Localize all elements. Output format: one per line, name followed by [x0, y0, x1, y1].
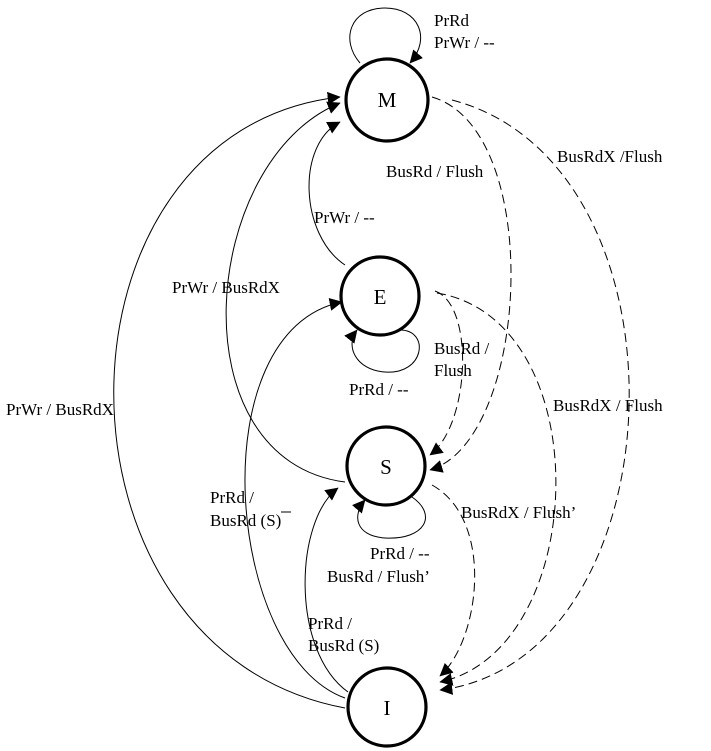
label-s-self-line1: PrRd / --	[370, 544, 430, 563]
state-e-node: E	[339, 255, 421, 337]
edge-e-to-i	[436, 292, 557, 686]
label-m-to-s: BusRd / Flush	[386, 162, 484, 181]
label-i-to-e-line1: PrRd /	[210, 488, 254, 507]
edge-e-to-s	[429, 290, 464, 456]
edge-e-to-m	[308, 121, 346, 266]
label-s-to-m: PrWr / BusRdX	[172, 278, 280, 297]
state-s-node: S	[345, 425, 427, 507]
label-e-to-i: BusRdX / Flush	[553, 396, 663, 415]
edge-e-self-loop	[344, 329, 420, 373]
state-i-node: I	[346, 666, 428, 748]
label-e-self: PrRd / --	[349, 380, 409, 399]
edge-i-to-m	[113, 91, 346, 709]
label-s-to-i: BusRdX / Flush’	[461, 503, 576, 522]
label-m-self-line2: PrWr / --	[434, 33, 495, 52]
label-m-to-i: BusRdX /Flush	[557, 147, 663, 166]
label-i-to-s-line1: PrRd /	[308, 614, 352, 633]
state-m-label: M	[378, 88, 397, 112]
label-e-to-m: PrWr / --	[314, 208, 375, 227]
label-i-to-e-line2: BusRd (S)	[210, 511, 281, 530]
state-e-label: E	[374, 285, 387, 309]
label-s-self-line2: BusRd / Flush’	[327, 567, 430, 586]
label-i-to-m: PrWr / BusRdX	[6, 400, 114, 419]
state-m-node: M	[344, 57, 430, 143]
state-s-label: S	[380, 455, 392, 479]
edge-m-to-s	[429, 96, 512, 473]
label-i-to-s-line2: BusRd (S)	[308, 636, 379, 655]
label-e-to-s-line1: BusRd /	[434, 339, 490, 358]
label-e-to-s-line2: Flush	[434, 361, 472, 380]
edge-m-to-i	[439, 99, 630, 695]
state-i-label: I	[384, 696, 391, 720]
edge-i-to-e	[244, 298, 346, 699]
label-m-self-line1: PrRd	[434, 11, 469, 30]
edge-i-to-s	[304, 487, 349, 693]
edge-m-self-loop	[349, 7, 424, 64]
edge-s-self-loop	[352, 496, 426, 539]
